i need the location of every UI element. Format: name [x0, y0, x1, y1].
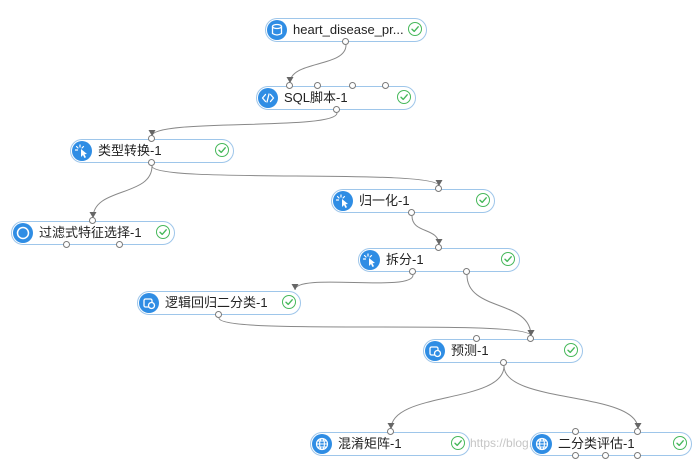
- edge-connection[interactable]: [294, 274, 414, 291]
- input-port[interactable]: [527, 335, 534, 342]
- success-check-icon: [282, 295, 296, 309]
- output-port[interactable]: [215, 311, 222, 318]
- edge-connection[interactable]: [151, 165, 440, 187]
- edge-connection[interactable]: [411, 215, 440, 246]
- output-port[interactable]: [602, 452, 609, 459]
- output-port[interactable]: [500, 359, 507, 366]
- input-port[interactable]: [435, 244, 442, 251]
- success-check-icon: [451, 436, 465, 450]
- output-port[interactable]: [63, 241, 70, 248]
- code-icon: [258, 88, 278, 108]
- node-split[interactable]: 拆分-1: [358, 248, 520, 272]
- database-icon: [267, 20, 287, 40]
- node-label: heart_disease_pr...: [293, 22, 404, 37]
- edge-connection[interactable]: [466, 274, 532, 337]
- edge-connection[interactable]: [503, 365, 639, 430]
- cursor-click-icon: [360, 250, 380, 270]
- success-check-icon: [501, 252, 515, 266]
- input-port[interactable]: [435, 185, 442, 192]
- input-port[interactable]: [382, 82, 389, 89]
- input-port[interactable]: [314, 82, 321, 89]
- edge-connection[interactable]: [289, 44, 347, 84]
- node-filter[interactable]: 过滤式特征选择-1: [11, 221, 175, 245]
- input-port[interactable]: [473, 335, 480, 342]
- model-icon: [425, 341, 445, 361]
- cursor-click-icon: [333, 191, 353, 211]
- output-port[interactable]: [333, 106, 340, 113]
- success-check-icon: [397, 90, 411, 104]
- edge-arrow: [291, 284, 299, 290]
- output-port[interactable]: [572, 452, 579, 459]
- output-port[interactable]: [409, 268, 416, 275]
- input-port[interactable]: [89, 217, 96, 224]
- input-port[interactable]: [148, 135, 155, 142]
- output-port[interactable]: [342, 38, 349, 45]
- model-icon: [139, 293, 159, 313]
- node-label: 过滤式特征选择-1: [39, 225, 142, 240]
- node-label: 二分类评估-1: [558, 436, 635, 451]
- circle-icon: [13, 223, 33, 243]
- node-norm[interactable]: 归一化-1: [331, 189, 495, 213]
- success-check-icon: [564, 343, 578, 357]
- output-port[interactable]: [148, 159, 155, 166]
- success-check-icon: [215, 143, 229, 157]
- node-matrix[interactable]: 混淆矩阵-1: [310, 432, 470, 456]
- edge-connection[interactable]: [390, 365, 505, 430]
- output-port[interactable]: [634, 452, 641, 459]
- edge-connection[interactable]: [92, 165, 153, 219]
- globe-icon: [532, 434, 552, 454]
- input-port[interactable]: [572, 428, 579, 435]
- globe-icon: [312, 434, 332, 454]
- success-check-icon: [673, 436, 687, 450]
- success-check-icon: [408, 22, 422, 36]
- cursor-click-icon: [72, 141, 92, 161]
- input-port[interactable]: [286, 82, 293, 89]
- output-port[interactable]: [408, 209, 415, 216]
- node-label: 归一化-1: [359, 193, 410, 208]
- input-port[interactable]: [349, 82, 356, 89]
- node-eval[interactable]: 二分类评估-1: [530, 432, 692, 456]
- node-sql[interactable]: SQL脚本-1: [256, 86, 416, 110]
- input-port[interactable]: [387, 428, 394, 435]
- success-check-icon: [156, 225, 170, 239]
- node-label: 混淆矩阵-1: [338, 436, 402, 451]
- success-check-icon: [476, 193, 490, 207]
- node-label: 预测-1: [451, 343, 489, 358]
- input-port[interactable]: [634, 428, 641, 435]
- node-label: 拆分-1: [386, 252, 424, 267]
- edge-connection[interactable]: [218, 317, 532, 337]
- output-port[interactable]: [463, 268, 470, 275]
- edge-connection[interactable]: [151, 112, 338, 137]
- output-port[interactable]: [116, 241, 123, 248]
